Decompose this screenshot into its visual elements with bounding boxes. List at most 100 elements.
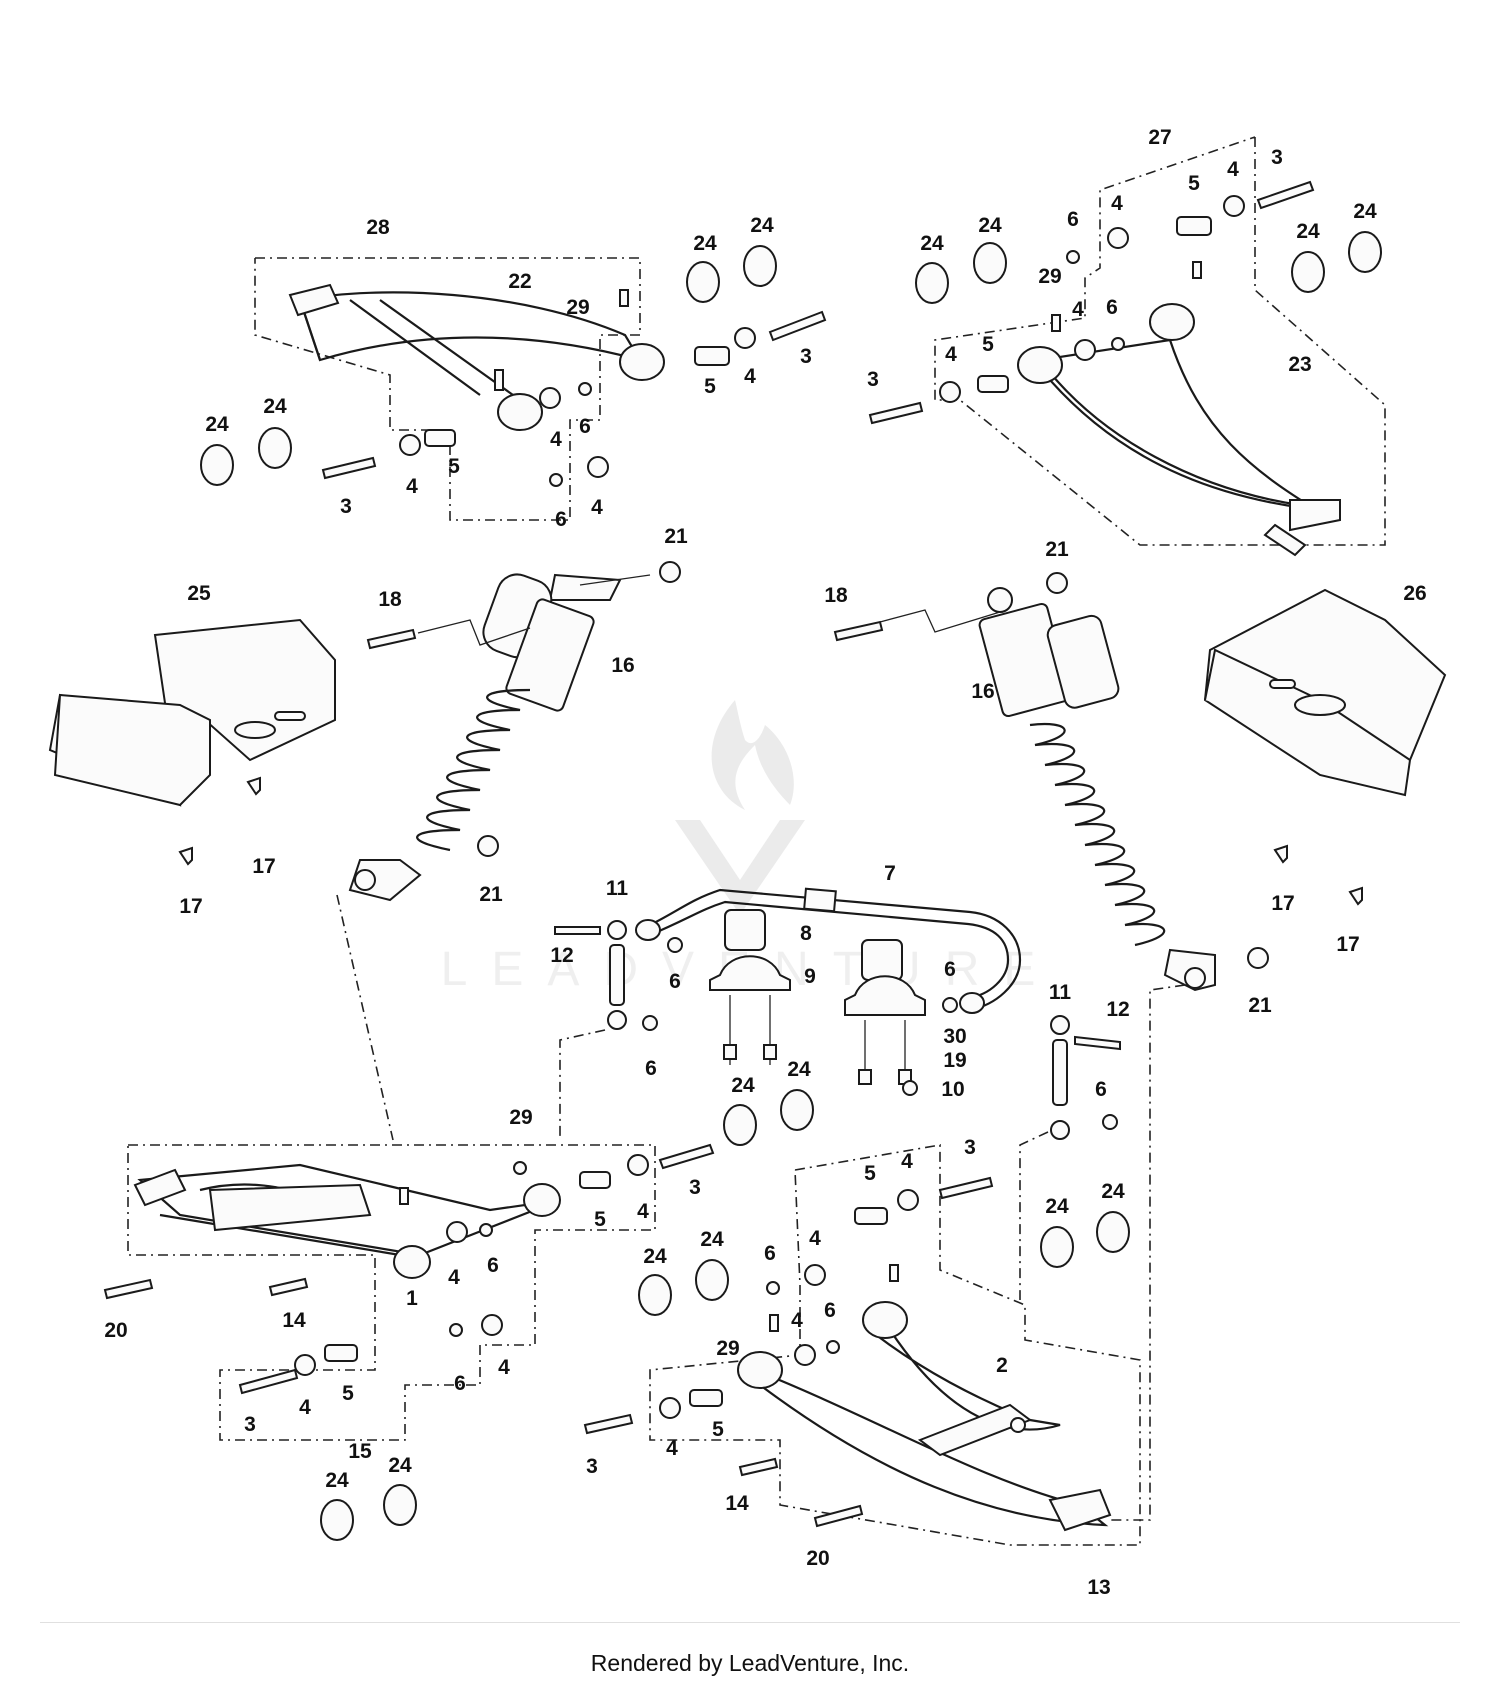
callout-13: 13 [1087,1576,1110,1599]
callout-5: 5 [864,1162,876,1185]
callout-24: 24 [388,1454,412,1477]
callout-20: 20 [806,1547,829,1570]
callout-1: 1 [406,1287,418,1310]
callout-4: 4 [1111,192,1123,215]
callout-4: 4 [945,343,957,366]
callout-6: 6 [555,508,567,531]
callout-26: 26 [1403,582,1426,605]
callout-12: 12 [550,944,573,967]
callout-24: 24 [700,1228,724,1251]
callout-24: 24 [787,1058,811,1081]
callout-24: 24 [263,395,287,418]
callout-24: 24 [643,1245,667,1268]
left-shock-absorber [348,561,681,902]
callout-24: 24 [1296,220,1320,243]
upper-left-a-arm-assembly [200,245,827,521]
callout-24: 24 [978,214,1002,237]
callout-25: 25 [187,582,211,605]
callout-5: 5 [704,375,716,398]
callout-24: 24 [205,413,229,436]
assembly-guide-lines [336,894,1186,1521]
callout-6: 6 [645,1057,657,1080]
callout-4: 4 [406,475,418,498]
callout-21: 21 [664,525,688,548]
callout-17: 17 [252,855,275,878]
callout-6: 6 [1095,1078,1107,1101]
callout-11: 11 [606,877,629,900]
callout-6: 6 [454,1372,466,1395]
callout-3: 3 [586,1455,598,1478]
stabilizer-bar-assembly [554,887,1121,1140]
footer-divider [40,1622,1460,1623]
callout-14: 14 [725,1492,749,1515]
callout-4: 4 [299,1396,311,1419]
callout-6: 6 [1067,208,1079,231]
callout-10: 10 [941,1078,964,1101]
callout-17: 17 [1336,933,1359,956]
callout-6: 6 [487,1254,499,1277]
callout-3: 3 [1271,146,1283,169]
callout-20: 20 [104,1319,127,1342]
callout-8: 8 [800,922,812,945]
callout-4: 4 [791,1309,803,1332]
callout-24: 24 [731,1074,755,1097]
callout-4: 4 [498,1356,510,1379]
callout-12: 12 [1106,998,1129,1021]
callout-21: 21 [1045,538,1069,561]
callout-4: 4 [1072,298,1084,321]
callout-4: 4 [637,1200,649,1223]
callout-3: 3 [244,1413,256,1436]
callout-7: 7 [884,862,896,885]
callout-29: 29 [1038,265,1061,288]
callout-29: 29 [716,1337,739,1360]
callout-21: 21 [479,883,503,906]
callout-22: 22 [508,270,531,293]
callout-19: 19 [943,1049,966,1072]
right-shock-absorber [833,572,1269,992]
callout-28: 28 [366,216,390,239]
callout-17: 17 [1271,892,1294,915]
callout-29: 29 [566,296,589,319]
callout-24: 24 [1045,1195,1069,1218]
left-guard-plate [48,618,336,866]
callout-4: 4 [901,1150,913,1173]
right-guard-plate [1203,588,1447,906]
callout-15: 15 [348,1440,372,1463]
callout-5: 5 [982,333,994,356]
callout-27: 27 [1148,126,1171,149]
callout-23: 23 [1288,353,1311,376]
leadventure-watermark: LEADVENTURE [441,700,1035,996]
callout-3: 3 [867,368,879,391]
callout-4: 4 [666,1437,678,1460]
callout-labels: 28 22 29 24 24 3 4 5 24 24 3 4 5 4 6 6 4… [104,126,1426,1599]
callout-18: 18 [378,588,402,611]
callout-3: 3 [340,495,352,518]
callout-4: 4 [591,496,603,519]
callout-18: 18 [824,584,848,607]
callout-4: 4 [744,365,756,388]
callout-29: 29 [509,1106,532,1129]
callout-6: 6 [1106,296,1118,319]
callout-14: 14 [282,1309,306,1332]
callout-9: 9 [804,965,816,988]
callout-11: 11 [1049,981,1072,1004]
upper-right-a-arm-assembly [868,136,1386,557]
callout-3: 3 [800,345,812,368]
callout-24: 24 [1101,1180,1125,1203]
callout-6: 6 [764,1242,776,1265]
callout-5: 5 [594,1208,606,1231]
callout-16: 16 [971,680,994,703]
callout-4: 4 [809,1227,821,1250]
lower-left-a-arm-assembly [103,1089,814,1541]
callout-24: 24 [1353,200,1377,223]
callout-24: 24 [920,232,944,255]
callout-5: 5 [1188,172,1200,195]
callout-6: 6 [944,958,956,981]
callout-2: 2 [996,1354,1008,1377]
callout-4: 4 [1227,158,1239,181]
callout-5: 5 [342,1382,354,1405]
callout-24: 24 [750,214,774,237]
callout-17: 17 [179,895,202,918]
